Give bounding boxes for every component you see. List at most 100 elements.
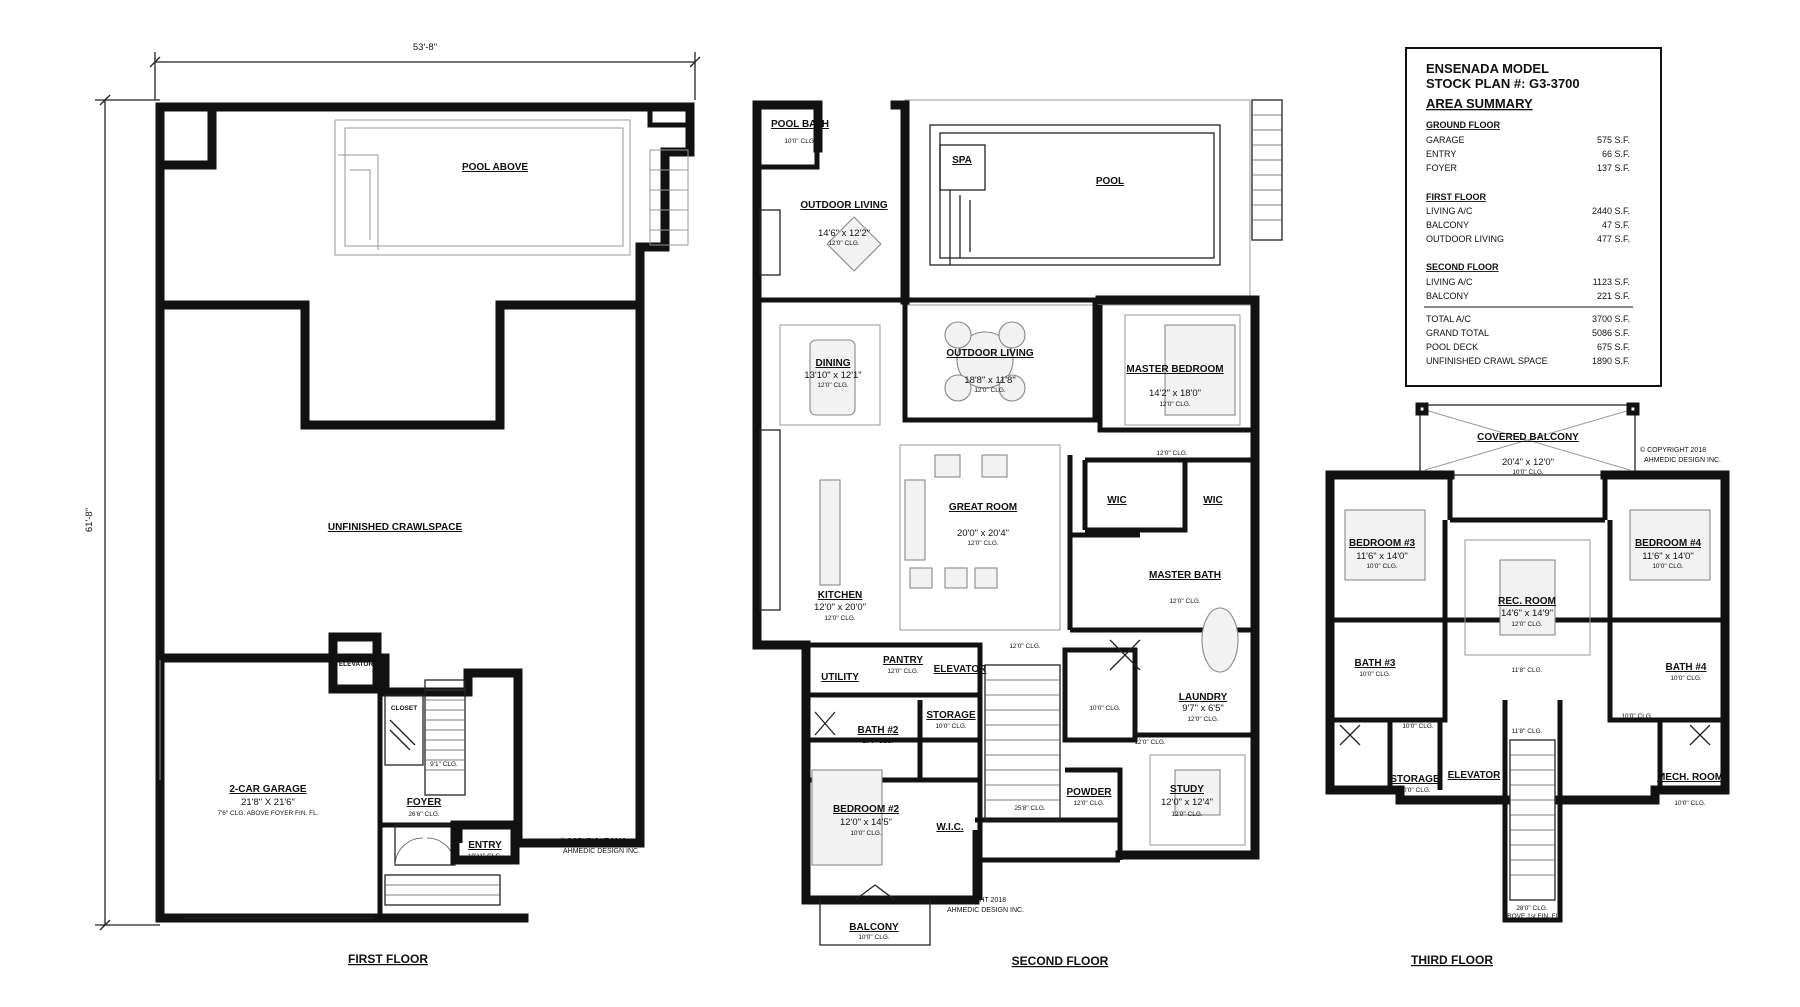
outdoor-living-2-name: OUTDOOR LIVING: [946, 348, 1033, 359]
kitchen-island: [819, 479, 841, 586]
summary-total-value: 3700 S.F.: [1592, 314, 1630, 324]
kitchen-name: KITCHEN: [818, 590, 862, 601]
rec-room-rug: [1464, 539, 1591, 656]
clg-note-3-1: 10'0" CLG.: [1402, 723, 1434, 730]
first-floor-title: FIRST FLOOR: [348, 952, 428, 966]
summary-row-label: ENTRY: [1426, 149, 1456, 159]
clg-note-5: 25'8" CLG.: [1014, 805, 1046, 812]
copyright-3-line-1: © COPYRIGHT 2018: [1640, 446, 1706, 454]
summary-row-value: 2440 S.F.: [1592, 206, 1630, 216]
study-rug: [1149, 754, 1246, 846]
copyright-line-2: AHMEDIC DESIGN INC.: [563, 848, 640, 855]
summary-row-value: 66 S.F.: [1602, 149, 1630, 159]
bedroom4-name: BEDROOM #4: [1635, 538, 1702, 549]
bedroom3-bed: [1344, 509, 1426, 581]
closet: [384, 694, 424, 766]
summary-group-heading: FIRST FLOOR: [1426, 192, 1486, 202]
entry-room: [450, 820, 520, 865]
great-room-rug: [899, 444, 1061, 631]
summary-title-1: ENSENADA MODEL: [1426, 61, 1549, 76]
summary-total-label: TOTAL A/C: [1426, 314, 1471, 324]
summary-row-label: BALCONY: [1426, 220, 1469, 230]
clg-note-2: 12'0" CLG.: [1009, 643, 1041, 650]
entry-clg: 19'11" CLG.: [468, 853, 503, 860]
pool-bath-label: POOL BATH: [771, 119, 829, 130]
covered-balcony-clg: 10'0" CLG.: [1512, 469, 1544, 476]
second-floor-east-wall: [890, 100, 1260, 860]
foyer-name: FOYER: [407, 797, 442, 808]
summary-heading: AREA SUMMARY: [1426, 96, 1533, 111]
master-bedroom-name: MASTER BEDROOM: [1126, 364, 1223, 375]
covered-balcony-area: [1419, 404, 1636, 476]
rec-room-name: REC. ROOM: [1498, 596, 1556, 607]
master-bath-name: MASTER BATH: [1149, 570, 1221, 581]
summary-group-heading: SECOND FLOOR: [1426, 262, 1499, 272]
bath3-clg: 10'0" CLG.: [1359, 671, 1391, 678]
stair-clg: 9'1" CLG.: [430, 761, 458, 768]
summary-total-value: 5086 S.F.: [1592, 328, 1630, 338]
dining-rug: [779, 324, 881, 426]
great-room-name: GREAT ROOM: [949, 502, 1017, 513]
great-room-clg: 12'0" CLG.: [967, 540, 999, 547]
summary-row-label: GARAGE: [1426, 135, 1465, 145]
wic-1-label: WIC: [1107, 495, 1126, 506]
summary-row-label: FOYER: [1426, 163, 1458, 173]
second-floor-stair: [984, 664, 1061, 821]
copyright-2-line-1: © COPYRIGHT 2018: [940, 896, 1006, 904]
study-size: 12'0" x 12'4": [1161, 797, 1213, 808]
pool-bath-clg: 10'0" CLG.: [784, 138, 816, 145]
kitchen-clg: 12'0" CLG.: [824, 615, 856, 622]
pool-above-label: POOL ABOVE: [462, 162, 528, 173]
wic-bed2-label: W.I.C.: [936, 822, 963, 833]
summary-title-2: STOCK PLAN #: G3-3700: [1426, 76, 1580, 91]
summary-row-label: LIVING A/C: [1426, 206, 1473, 216]
master-bedroom-size: 14'2" x 18'0": [1149, 388, 1201, 399]
dining-clg: 12'0" CLG.: [817, 382, 849, 389]
bedroom2-balcony: [819, 884, 931, 946]
closet-label: CLOSET: [391, 705, 417, 712]
first-floor-plan: 53'-8" 61'-8" POOL ABOVE UNFINISHED CRAW…: [84, 42, 701, 966]
summary-row-value: 137 S.F.: [1597, 163, 1630, 173]
utility-label: UTILITY: [821, 672, 859, 683]
summary-total-label: GRAND TOTAL: [1426, 328, 1489, 338]
master-bath-clg: 12'0" CLG.: [1169, 598, 1201, 605]
bath4-clg: 10'0" CLG.: [1670, 675, 1702, 682]
spa: [939, 144, 986, 191]
mech-room-name: MECH. ROOM: [1657, 772, 1723, 783]
mech-room-clg: 10'0" CLG.: [1674, 800, 1706, 807]
clg-note-3: 10'0" CLG.: [1089, 705, 1121, 712]
garage-size: 21'8" X 21'6": [241, 797, 295, 808]
powder-clg: 12'0" CLG.: [1073, 800, 1105, 807]
outdoor-seating: [956, 331, 1014, 389]
outdoor-living-2-size: 18'8" x 11'8": [964, 375, 1015, 386]
kitchen-size: 12'0" x 20'0": [814, 602, 866, 613]
bath4-name: BATH #4: [1666, 662, 1707, 673]
study-clg: 12'0" CLG.: [1171, 811, 1203, 818]
upper-crawlspace-wall: [155, 102, 695, 430]
crawlspace-label: UNFINISHED CRAWLSPACE: [328, 522, 463, 533]
great-room-size: 20'0" x 20'4": [957, 528, 1009, 539]
storage-2-clg: 10'0" CLG.: [935, 723, 967, 730]
bedroom4-bed: [1629, 509, 1711, 581]
bath2-name: BATH #2: [858, 725, 899, 736]
storage-3-name: STORAGE: [1390, 774, 1440, 785]
pool-deck: [904, 99, 1251, 306]
bedroom2-bed: [811, 769, 883, 866]
bedroom3-size: 11'6" x 14'0": [1356, 551, 1407, 562]
sofa: [904, 479, 926, 561]
master-tub: [1201, 607, 1239, 673]
entry-steps: [384, 874, 501, 906]
clg-note-4: 12'0" CLG.: [1134, 739, 1166, 746]
second-floor-title: SECOND FLOOR: [1012, 954, 1109, 968]
dining-name: DINING: [816, 358, 851, 369]
pool-label: POOL: [1096, 176, 1124, 187]
study-name: STUDY: [1170, 784, 1204, 795]
covered-balcony-size: 20'4" x 12'0": [1502, 457, 1554, 468]
pool-bath: [754, 102, 820, 170]
summary-row-value: 477 S.F.: [1597, 234, 1630, 244]
laundry-size: 9'7" x 6'5": [1182, 703, 1224, 714]
summary-row-label: OUTDOOR LIVING: [1426, 234, 1504, 244]
master-bed: [1164, 324, 1236, 416]
elevator-3-label: ELEVATOR: [1448, 770, 1502, 781]
